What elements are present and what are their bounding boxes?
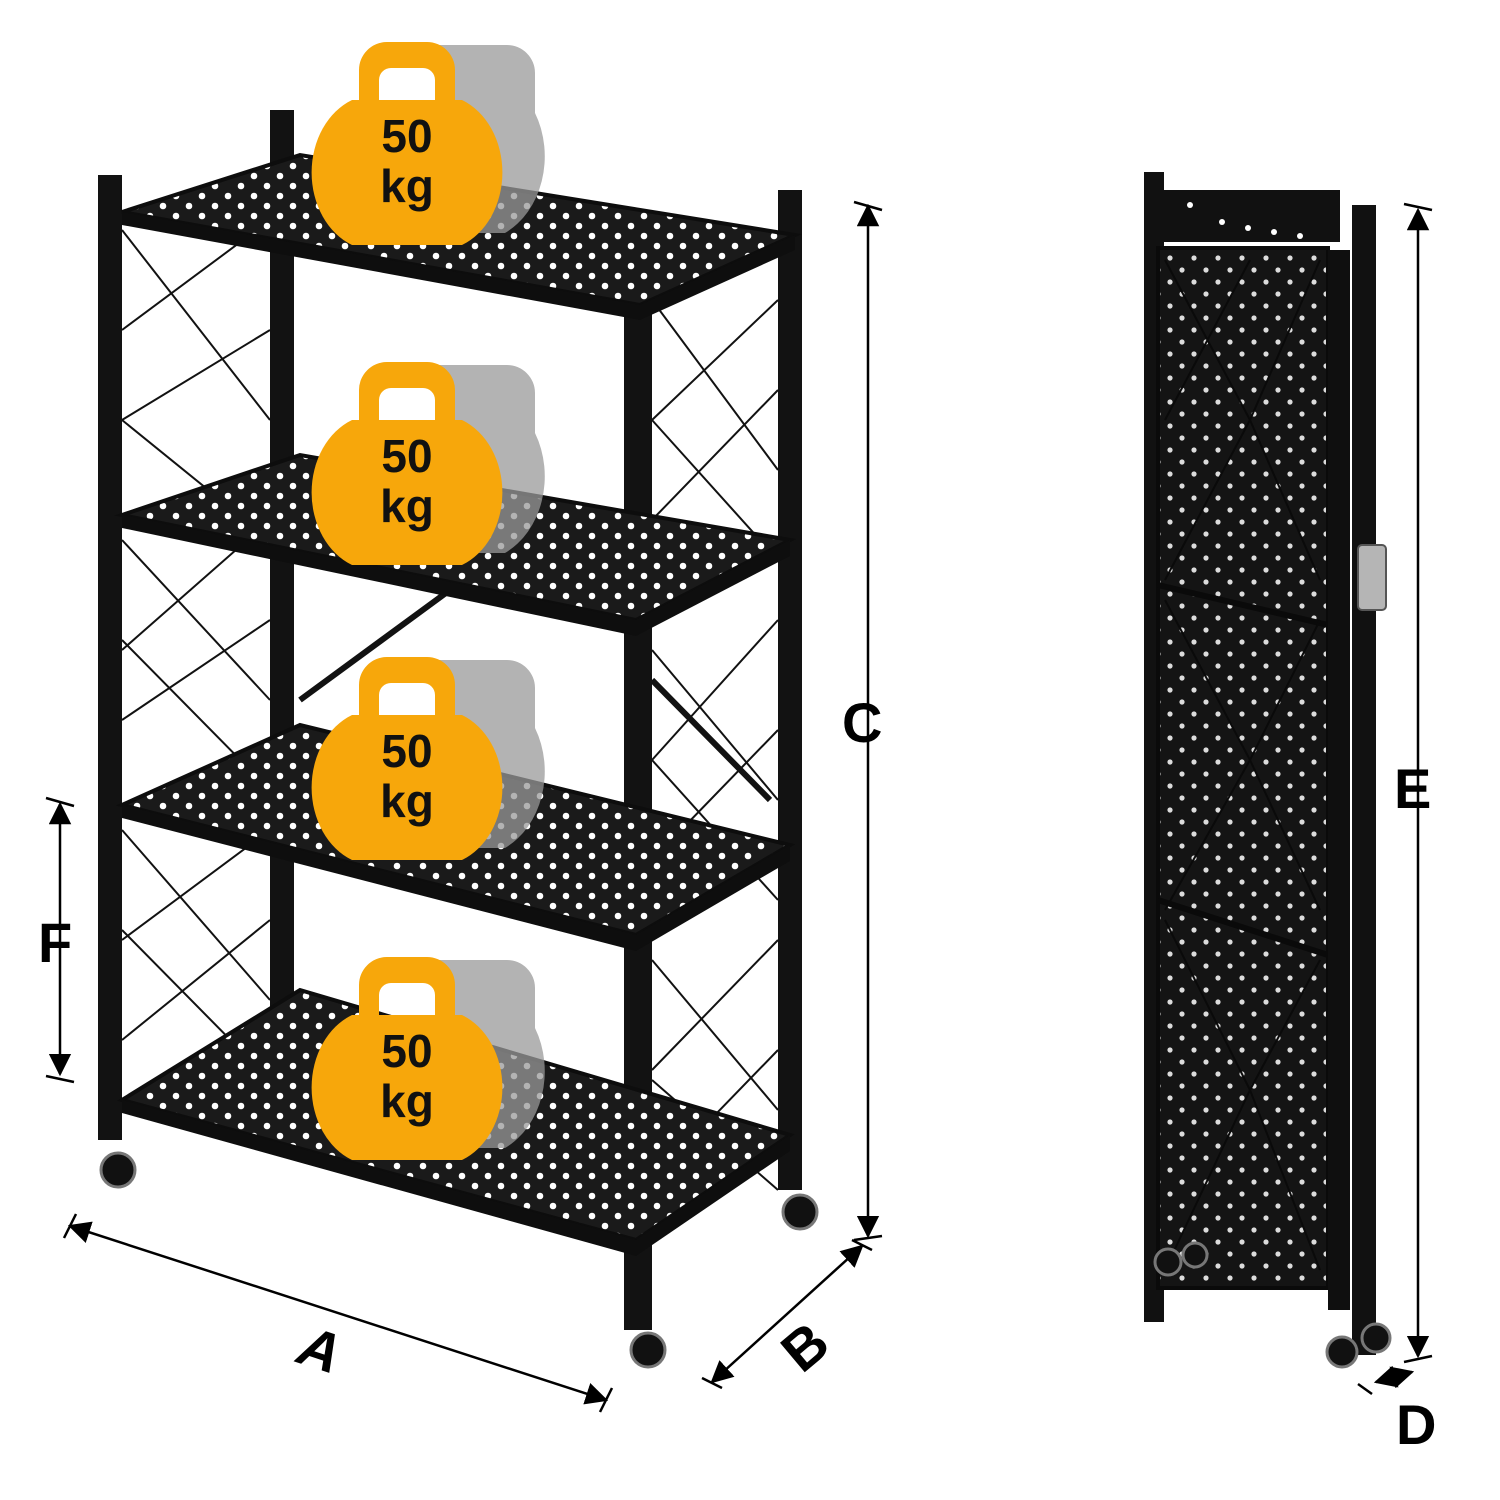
back-left-post bbox=[270, 110, 294, 1030]
dimension-a-label: A bbox=[289, 1313, 349, 1386]
dimension-b-line bbox=[710, 1244, 864, 1384]
folded-shelf-unit bbox=[1144, 172, 1392, 1369]
dimension-f-label: F bbox=[38, 911, 72, 974]
wheel-back-right bbox=[781, 1193, 819, 1231]
dimension-c-label: C bbox=[842, 691, 882, 754]
folded-shelf-panels bbox=[1156, 246, 1330, 1290]
folded-latch bbox=[1357, 544, 1387, 611]
folded-right-post bbox=[1352, 205, 1376, 1355]
weight-value: 50 bbox=[381, 110, 432, 162]
right-side-bracing bbox=[651, 299, 779, 1191]
weight-unit: kg bbox=[380, 480, 434, 532]
dimension-lines bbox=[45, 200, 1433, 1413]
dimension-e-label: E bbox=[1394, 757, 1431, 820]
folded-wheels bbox=[1153, 1241, 1392, 1369]
wheel-front-right bbox=[629, 1331, 667, 1369]
weight-unit: kg bbox=[380, 1075, 434, 1127]
dimension-d-label: D bbox=[1396, 1393, 1436, 1456]
weight-unit: kg bbox=[380, 775, 434, 827]
back-strut bbox=[298, 587, 773, 803]
caster-wheels bbox=[99, 1151, 819, 1369]
left-side-bracing bbox=[121, 219, 271, 1081]
dimension-d-line bbox=[1373, 1365, 1415, 1389]
back-right-post bbox=[778, 190, 802, 1190]
weight-value: 50 bbox=[381, 1025, 432, 1077]
weight-value: 50 bbox=[381, 725, 432, 777]
front-left-post bbox=[98, 175, 122, 1140]
wheel-front-left bbox=[99, 1151, 137, 1189]
folded-top-bar bbox=[1164, 190, 1340, 242]
dimension-a-line bbox=[67, 1221, 609, 1405]
weight-unit: kg bbox=[380, 160, 434, 212]
weight-value: 50 bbox=[381, 430, 432, 482]
folded-side-rail bbox=[1328, 250, 1350, 1310]
folded-bracing bbox=[1164, 259, 1321, 1271]
